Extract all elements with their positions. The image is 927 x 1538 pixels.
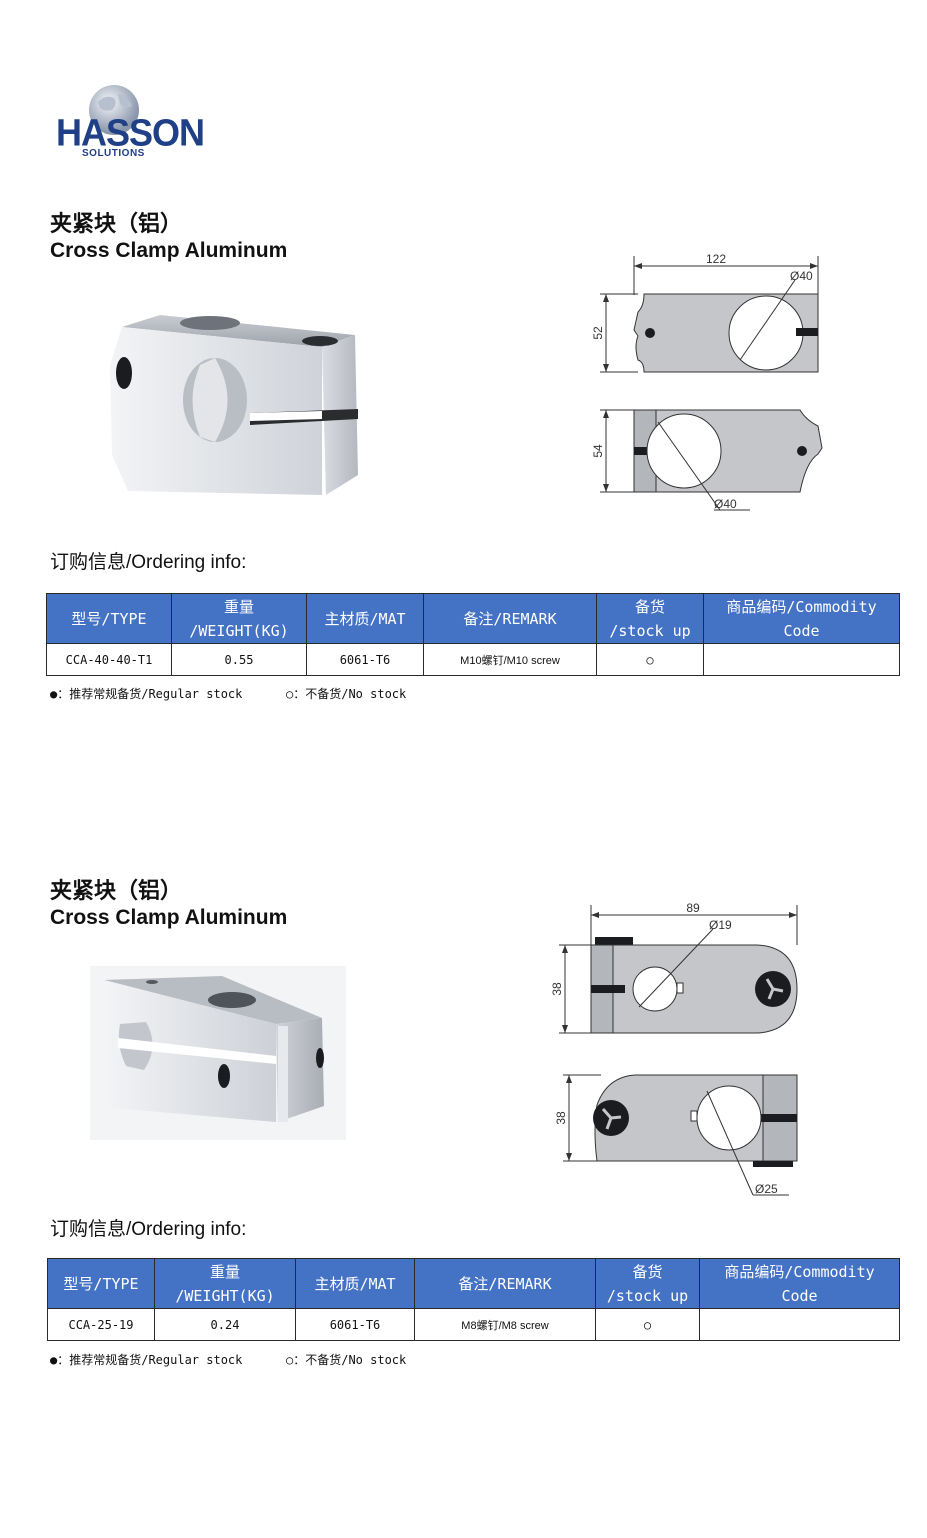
cell-remark: M10螺钉/M10 screw (423, 643, 597, 676)
dim-hole-bottom: Ø25 (755, 1182, 778, 1196)
technical-drawing-cca-40-40: 122 52 Ø40 54 Ø40 (591, 252, 823, 511)
technical-drawing-cca-25-19: 89 38 Ø19 38 Ø25 (550, 901, 798, 1196)
header-mat: 主材质/MAT (306, 593, 424, 644)
header-type: 型号/TYPE (46, 593, 172, 644)
ordering-table-1: 型号/TYPE 重量 /WEIGHT(KG) 主材质/MAT 备注/REMARK… (46, 593, 900, 676)
dim-height-top: 52 (591, 326, 605, 340)
cell-weight: 0.24 (154, 1308, 296, 1341)
product-image-cca-25-19 (90, 966, 346, 1140)
header-remark: 备注/REMARK (414, 1258, 596, 1309)
product-image-cca-40-40 (110, 315, 358, 495)
dim-hole-top: Ø19 (709, 918, 732, 932)
product-title-en: Cross Clamp Aluminum (50, 906, 288, 929)
logo-wordmark: HASSON (56, 110, 205, 154)
header-type: 型号/TYPE (47, 1258, 155, 1309)
cell-code (703, 643, 900, 676)
dim-length: 89 (686, 901, 700, 915)
dim-height-top: 38 (550, 982, 564, 996)
cell-stock: ○ (595, 1308, 700, 1341)
logo-subtitle: SOLUTIONS (82, 148, 145, 159)
legend-regular-stock: ●：推荐常规备货/Regular stock (50, 1353, 243, 1367)
header-weight: 重量 /WEIGHT(KG) (171, 593, 307, 644)
header-stock: 备货 /stock up (595, 1258, 700, 1309)
cell-type: CCA-25-19 (47, 1308, 155, 1341)
table-row: CCA-25-19 0.24 6061-T6 M8螺钉/M8 screw ○ (47, 1308, 900, 1341)
header-code: 商品编码/Commodity Code (703, 593, 900, 644)
ordering-info-label: 订购信息/Ordering info: (50, 552, 247, 573)
product-title-cn: 夹紧块（铝） (50, 212, 183, 237)
cell-code (699, 1308, 900, 1341)
dim-height-bottom: 38 (554, 1111, 568, 1125)
legend-no-stock: ○：不备货/No stock (286, 687, 407, 701)
ordering-table-2: 型号/TYPE 重量 /WEIGHT(KG) 主材质/MAT 备注/REMARK… (47, 1258, 900, 1341)
dim-hole-top: Ø40 (790, 269, 813, 283)
cell-mat: 6061-T6 (295, 1308, 415, 1341)
header-code: 商品编码/Commodity Code (699, 1258, 900, 1309)
dim-height-bottom: 54 (591, 444, 605, 458)
header-weight: 重量 /WEIGHT(KG) (154, 1258, 296, 1309)
ordering-info-label: 订购信息/Ordering info: (50, 1219, 247, 1240)
header-stock: 备货 /stock up (596, 593, 704, 644)
table-row: CCA-40-40-T1 0.55 6061-T6 M10螺钉/M10 scre… (46, 643, 900, 676)
header-remark: 备注/REMARK (423, 593, 597, 644)
product-title-en: Cross Clamp Aluminum (50, 239, 288, 262)
cell-mat: 6061-T6 (306, 643, 424, 676)
legend-regular-stock: ●：推荐常规备货/Regular stock (50, 687, 243, 701)
header-mat: 主材质/MAT (295, 1258, 415, 1309)
dim-hole-bottom: Ø40 (714, 497, 737, 511)
cell-stock: ○ (596, 643, 704, 676)
cell-weight: 0.55 (171, 643, 307, 676)
hasson-logo: HASSON SOLUTIONS (52, 84, 205, 164)
legend-no-stock: ○：不备货/No stock (286, 1353, 407, 1367)
cell-type: CCA-40-40-T1 (46, 643, 172, 676)
product-title-cn: 夹紧块（铝） (50, 879, 183, 904)
cell-remark: M8螺钉/M8 screw (414, 1308, 596, 1341)
globe-icon (89, 85, 139, 135)
dim-length: 122 (706, 252, 726, 266)
